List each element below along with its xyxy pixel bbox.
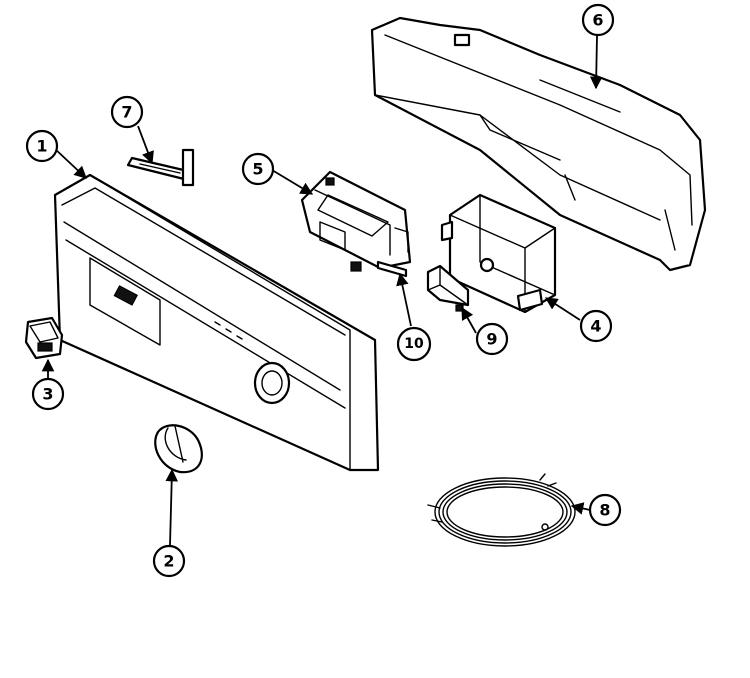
- micro-switch-part: [426, 264, 470, 312]
- wire-harness-part: [427, 473, 576, 547]
- knob-part: [154, 424, 203, 474]
- callout-9: 9: [475, 322, 509, 356]
- callout-6-label: 6: [592, 11, 603, 30]
- callout-6: 6: [581, 3, 615, 37]
- callout-1: 1: [25, 129, 59, 163]
- strip-part: [126, 148, 195, 187]
- callout-3-label: 3: [42, 385, 53, 404]
- callout-5-label: 5: [252, 160, 263, 179]
- callout-8: 8: [588, 493, 622, 527]
- console-cover-part: [370, 16, 707, 272]
- callout-2: 2: [152, 544, 186, 578]
- switch-part: [24, 316, 64, 360]
- callout-7: 7: [110, 95, 144, 129]
- callout-7-label: 7: [121, 103, 132, 122]
- callout-5: 5: [241, 152, 275, 186]
- callout-10-label: 10: [404, 336, 424, 352]
- control-panel-part: [53, 173, 380, 472]
- callout-8-label: 8: [599, 501, 610, 520]
- callout-4: 4: [579, 309, 613, 343]
- latch-part: [300, 170, 412, 272]
- callout-2-label: 2: [163, 552, 174, 571]
- timer-part: [440, 193, 557, 314]
- leader-lines: [41, 35, 603, 546]
- callout-1-label: 1: [36, 137, 47, 156]
- callout-10: 10: [396, 326, 432, 362]
- callout-3: 3: [31, 377, 65, 411]
- callout-9-label: 9: [486, 330, 497, 349]
- callout-4-label: 4: [590, 317, 601, 336]
